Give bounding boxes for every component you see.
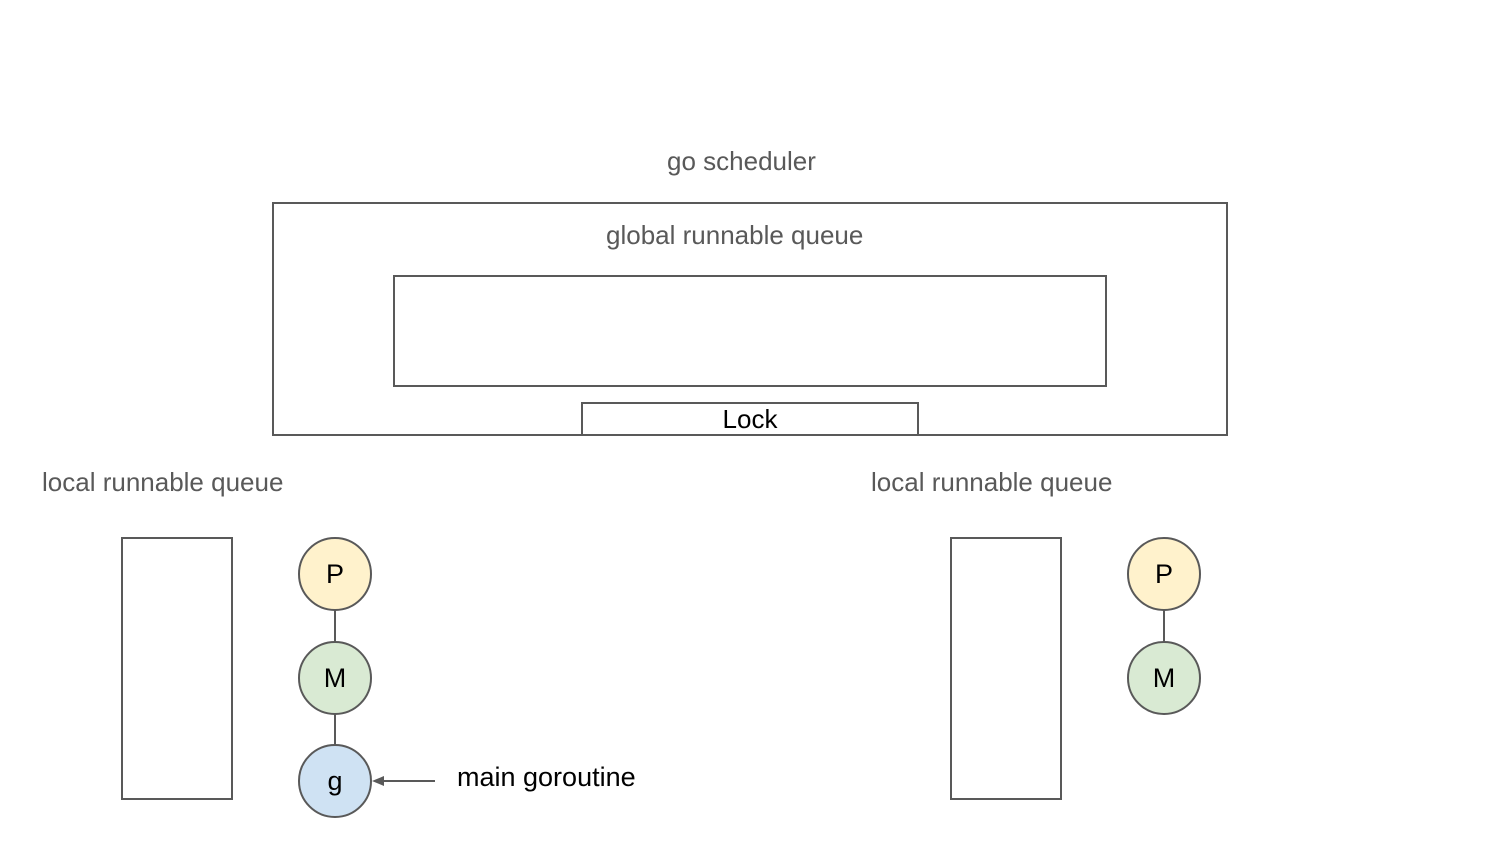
machine-label: M [323, 662, 347, 693]
goroutine-node: g [298, 744, 372, 818]
global-runnable-queue [393, 275, 1107, 387]
machine-node-right: M [1127, 641, 1201, 715]
machine-node-left: M [298, 641, 372, 715]
diagram-title: go scheduler [667, 146, 816, 176]
p-m-connector-left [334, 610, 336, 644]
processor-label: P [1154, 558, 1173, 589]
machine-label: M [1152, 662, 1176, 693]
lock-box: Lock [581, 402, 919, 436]
local-runnable-queue-left [121, 537, 233, 800]
local-queue-label-right: local runnable queue [871, 467, 1113, 497]
processor-node-right: P [1127, 537, 1201, 611]
processor-node-left: P [298, 537, 372, 611]
local-runnable-queue-right [950, 537, 1062, 800]
main-goroutine-annotation: main goroutine [457, 762, 636, 792]
global-queue-label: global runnable queue [606, 220, 864, 250]
local-queue-label-left: local runnable queue [42, 467, 284, 497]
p-m-connector-right [1163, 610, 1165, 644]
m-g-connector-left [334, 714, 336, 748]
processor-label: P [325, 558, 344, 589]
lock-label: Lock [722, 403, 778, 434]
arrow-head-icon [372, 776, 384, 786]
goroutine-label: g [327, 765, 343, 796]
